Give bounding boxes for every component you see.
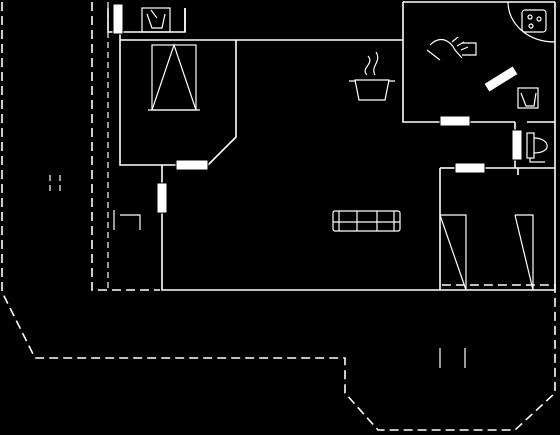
door-toilet xyxy=(511,129,523,161)
shower-icon xyxy=(148,43,200,111)
terrace-outline xyxy=(1,2,556,431)
door-bathroom-2-inner xyxy=(483,65,519,93)
door-bedroom-right xyxy=(454,162,486,174)
door-bathroom-1 xyxy=(112,3,124,35)
washbasin-icon xyxy=(517,87,539,109)
cooking-pot-icon xyxy=(349,51,395,101)
bedroom-closets xyxy=(439,214,534,368)
door-bedroom-left xyxy=(156,182,168,214)
jacuzzi-icon xyxy=(507,1,556,43)
door-kitchen-hall xyxy=(175,159,209,171)
washbasin-icon xyxy=(141,7,171,33)
shower-icon xyxy=(426,36,477,61)
door-bathroom-2 xyxy=(439,115,471,127)
doors xyxy=(112,3,523,214)
sofa-icon xyxy=(332,210,401,232)
toilet-icon xyxy=(526,132,548,163)
